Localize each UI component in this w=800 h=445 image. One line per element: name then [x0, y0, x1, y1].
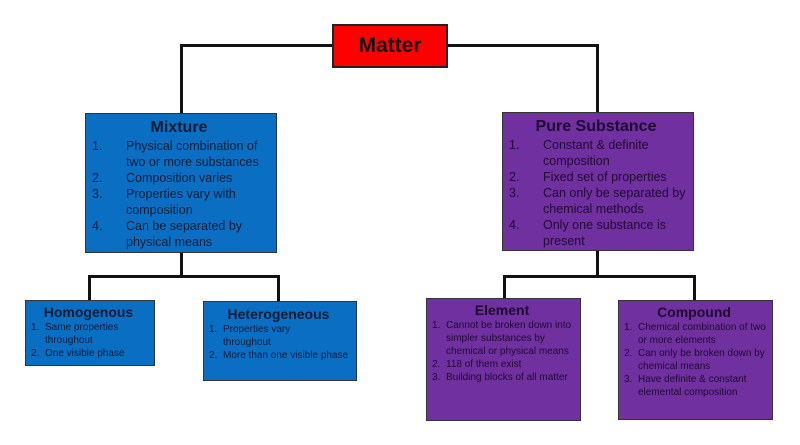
item-text: Can only be broken down by chemical mean… — [638, 348, 765, 372]
item-number: 1. — [31, 322, 40, 333]
matter-node: Matter — [332, 24, 448, 68]
item-text: Properties vary with composition — [126, 187, 236, 217]
compound-title: Compound — [657, 304, 731, 320]
connector — [180, 252, 183, 276]
mixture-list: 1. Physical combination of two or more su… — [86, 138, 272, 250]
item-number: 3. — [509, 186, 520, 200]
list-item: 3. Properties vary with composition — [86, 186, 272, 218]
item-text: Constant & definite composition — [543, 138, 649, 168]
item-text: Fixed set of properties — [543, 170, 667, 184]
item-text: Can only be separated by chemical method… — [543, 186, 686, 216]
connector — [448, 44, 598, 47]
item-number: 3. — [92, 187, 103, 201]
item-number: 2. — [92, 171, 103, 185]
item-text: Properties vary throughout — [223, 324, 291, 348]
item-number: 2. — [209, 350, 218, 361]
item-text: Have definite & constant elemental compo… — [638, 374, 747, 398]
item-number: 3. — [432, 372, 441, 383]
item-text: Building blocks of all matter — [446, 372, 568, 383]
connector — [693, 275, 696, 301]
item-text: 118 of them exist — [446, 359, 522, 370]
list-item: 4. Only one substance is present — [503, 217, 689, 249]
list-item: 1. Constant & definite composition — [503, 137, 689, 169]
compound-node: Compound 1. Chemical combination of two o… — [618, 300, 773, 420]
connector — [181, 44, 332, 47]
connector — [88, 275, 280, 278]
list-item: 1. Same properties throughout — [26, 321, 151, 347]
list-item: 1. Cannot be broken down into simpler sub… — [427, 319, 577, 358]
item-text: Can be separated by physical means — [126, 219, 243, 249]
homogenous-node: Homogenous 1. Same properties throughout … — [25, 300, 155, 366]
connector — [88, 275, 91, 301]
item-number: 3. — [624, 374, 633, 385]
item-number: 2. — [31, 348, 40, 359]
list-item: 2. Composition varies — [86, 170, 272, 186]
item-number: 1. — [509, 138, 520, 152]
pure-substance-title: Pure Substance — [535, 118, 657, 135]
element-list: 1. Cannot be broken down into simpler sub… — [427, 319, 577, 384]
list-item: 2. Fixed set of properties — [503, 169, 689, 185]
item-number: 1. — [209, 324, 218, 335]
item-number: 1. — [624, 322, 633, 333]
list-item: 2. 118 of them exist — [427, 358, 577, 371]
item-text: Physical combination of two or more subs… — [126, 139, 259, 169]
connector — [503, 275, 696, 278]
element-title: Element — [474, 302, 530, 318]
item-number: 2. — [624, 348, 633, 359]
item-text: Cannot be broken down into simpler subst… — [446, 320, 572, 357]
list-item: 3. Can only be separated by chemical meth… — [503, 185, 689, 217]
heterogeneous-title: Heterogeneous — [227, 306, 330, 322]
item-number: 2. — [509, 170, 520, 184]
connector — [180, 44, 183, 114]
item-text: Only one substance is present — [543, 218, 666, 248]
list-item: 1. Properties vary throughout — [204, 323, 353, 349]
item-number: 2. — [432, 359, 441, 370]
connector — [596, 44, 599, 113]
item-text: One visible phase — [45, 348, 125, 359]
item-text: Same properties throughout — [45, 322, 119, 346]
list-item: 1. Chemical combination of two or more el… — [619, 321, 769, 347]
mixture-title: Mixture — [150, 119, 208, 136]
list-item: 2. Can only be broken down by chemical me… — [619, 347, 769, 373]
list-item: 2. More than one visible phase — [204, 349, 353, 362]
homogenous-title: Homogenous — [43, 304, 134, 320]
item-number: 1. — [432, 320, 441, 331]
mixture-node: Mixture 1. Physical combination of two or… — [85, 113, 277, 253]
compound-list: 1. Chemical combination of two or more el… — [619, 321, 769, 399]
heterogeneous-node: Heterogeneous 1. Properties vary througho… — [203, 301, 357, 381]
matter-title: Matter — [358, 34, 422, 57]
item-text: Composition varies — [126, 171, 233, 185]
element-node: Element 1. Cannot be broken down into sim… — [426, 298, 581, 421]
homogenous-list: 1. Same properties throughout 2. One visib… — [26, 321, 151, 360]
item-number: 1. — [92, 139, 103, 153]
pure-substance-list: 1. Constant & definite composition 2. Fixe… — [503, 137, 689, 249]
list-item: 3. Building blocks of all matter — [427, 371, 577, 384]
list-item: 3. Have definite & constant elemental com… — [619, 373, 769, 399]
list-item: 1. Physical combination of two or more su… — [86, 138, 272, 170]
connector — [277, 275, 280, 302]
item-text: More than one visible phase — [223, 350, 349, 361]
item-number: 4. — [92, 219, 103, 233]
connector — [503, 275, 506, 299]
list-item: 2. One visible phase — [26, 347, 151, 360]
connector — [596, 250, 599, 276]
item-text: Chemical combination of two or more elem… — [638, 322, 766, 346]
list-item: 4. Can be separated by physical means — [86, 218, 272, 250]
heterogeneous-list: 1. Properties vary throughout 2. More than… — [204, 323, 353, 362]
pure-substance-node: Pure Substance 1. Constant & definite com… — [502, 112, 694, 251]
item-number: 4. — [509, 218, 520, 232]
